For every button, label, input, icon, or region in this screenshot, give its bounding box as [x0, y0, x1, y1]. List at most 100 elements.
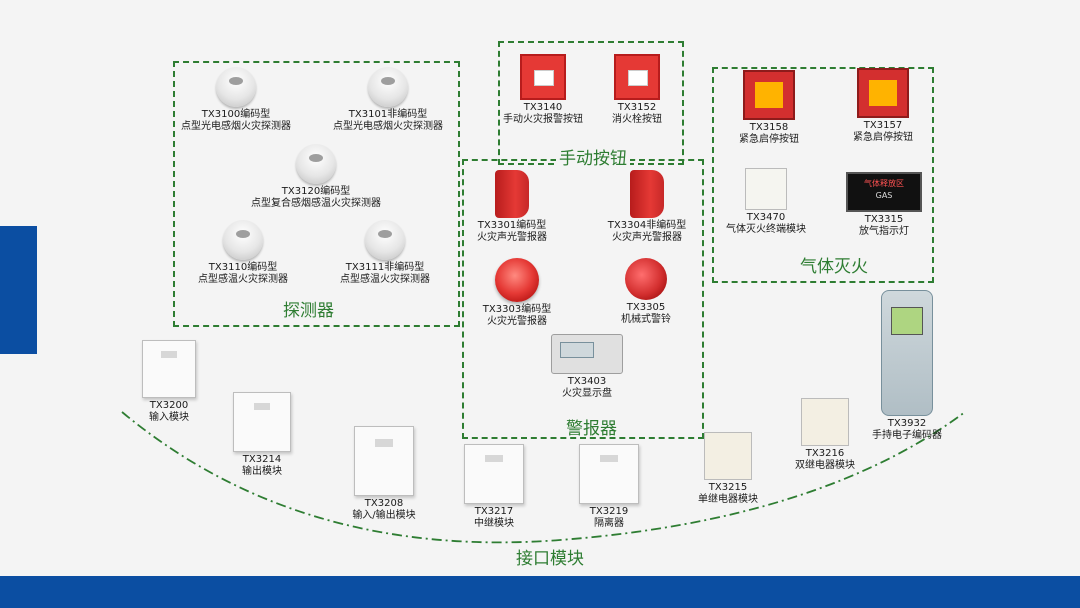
sound-light-alarm-image	[495, 170, 529, 218]
gas-lamp-line1: 气体释放区	[864, 179, 904, 188]
device-name: 机械式警铃	[621, 314, 671, 325]
alarm-group-label: 警报器	[566, 419, 617, 439]
device-code: TX3315	[864, 214, 904, 225]
device-code: TX3208	[364, 498, 404, 509]
device-code: TX3100编码型	[201, 109, 271, 120]
device-name: 输入模块	[149, 412, 189, 423]
emergency-stop-button-image	[743, 70, 795, 120]
device-code: TX3217	[474, 506, 514, 517]
device-name: 点型光电感烟火灾探测器	[181, 121, 291, 132]
device-tx3110: TX3110编码型 点型感温火灾探测器	[193, 220, 293, 286]
isolator-image	[579, 444, 639, 504]
left-accent-bar	[0, 226, 37, 354]
device-tx3215: TX3215 单继电器模块	[696, 432, 760, 506]
device-tx3403: TX3403 火灾显示盘	[550, 334, 624, 400]
device-name: 隔离器	[594, 518, 624, 529]
device-name: 放气指示灯	[859, 226, 909, 237]
input-module-image	[142, 340, 196, 398]
device-code: TX3200	[149, 400, 189, 411]
device-name: 单继电器模块	[698, 494, 758, 505]
device-code: TX3152	[617, 102, 657, 113]
device-code: TX3303编码型	[482, 304, 552, 315]
light-alarm-image	[495, 258, 539, 302]
io-module-image	[354, 426, 414, 496]
gas-terminal-module-image	[745, 168, 787, 210]
device-code: TX3140	[523, 102, 563, 113]
device-name: 火灾光警报器	[487, 316, 547, 327]
device-tx3200: TX3200 输入模块	[136, 340, 202, 424]
device-name: 点型感温火灾探测器	[340, 274, 430, 285]
fire-display-panel-image	[551, 334, 623, 374]
device-code: TX3111非编码型	[345, 262, 425, 273]
detectors-group	[173, 61, 460, 327]
device-name: 点型感温火灾探测器	[198, 274, 288, 285]
device-tx3303: TX3303编码型 火灾光警报器	[480, 258, 554, 328]
manual-alarm-button-image	[520, 54, 566, 100]
gas-release-lamp-image: 气体释放区 GAS	[846, 172, 922, 212]
device-name: 输入/输出模块	[352, 510, 416, 521]
device-name: 火灾声光警报器	[477, 232, 547, 243]
device-tx3157: TX3157 紧急启停按钮	[848, 68, 918, 144]
device-code: TX3932	[887, 418, 927, 429]
device-code: TX3215	[708, 482, 748, 493]
device-name: 点型光电感烟火灾探测器	[333, 121, 443, 132]
device-tx3470: TX3470 气体灭火终端模块	[722, 168, 810, 236]
output-module-image	[233, 392, 291, 452]
device-code: TX3403	[567, 376, 607, 387]
gas-lamp-line2: GAS	[875, 191, 893, 200]
device-tx3158: TX3158 紧急启停按钮	[734, 70, 804, 146]
device-tx3305: TX3305 机械式警铃	[614, 258, 678, 326]
device-tx3120: TX3120编码型 点型复合感烟感温火灾探测器	[243, 144, 389, 210]
device-code: TX3219	[589, 506, 629, 517]
heat-detector-image	[365, 220, 405, 260]
dual-relay-module-image	[801, 398, 849, 446]
smoke-detector-image	[216, 67, 256, 107]
manual-group-label: 手动按钮	[556, 144, 630, 169]
device-name: 气体灭火终端模块	[726, 224, 806, 235]
device-tx3208: TX3208 输入/输出模块	[344, 426, 424, 522]
interface-group-label: 接口模块	[516, 549, 584, 569]
relay-module-image	[464, 444, 524, 504]
device-code: TX3110编码型	[208, 262, 278, 273]
device-tx3152: TX3152 消火栓按钮	[606, 54, 668, 126]
sound-light-alarm-image	[630, 170, 664, 218]
detectors-group-label: 探测器	[283, 301, 334, 321]
device-tx3111: TX3111非编码型 点型感温火灾探测器	[332, 220, 438, 286]
device-tx3217: TX3217 中继模块	[462, 444, 526, 530]
device-name: 点型复合感烟感温火灾探测器	[251, 198, 381, 209]
handheld-encoder-image	[881, 290, 933, 416]
device-name: 手动火灾报警按钮	[503, 114, 583, 125]
device-tx3216: TX3216 双继电器模块	[792, 398, 858, 472]
device-tx3101: TX3101非编码型 点型光电感烟火灾探测器	[328, 67, 448, 133]
emergency-stop-button-image	[857, 68, 909, 118]
gas-extinguishing-group	[712, 67, 934, 283]
device-tx3219: TX3219 隔离器	[578, 444, 640, 530]
heat-detector-image	[223, 220, 263, 260]
device-name: 双继电器模块	[795, 460, 855, 471]
device-name: 紧急启停按钮	[739, 134, 799, 145]
device-code: TX3101非编码型	[348, 109, 428, 120]
hydrant-button-image	[614, 54, 660, 100]
device-tx3100: TX3100编码型 点型光电感烟火灾探测器	[180, 67, 292, 133]
device-name: 手持电子编码器	[872, 430, 942, 441]
bottom-accent-bar	[0, 576, 1080, 608]
device-tx3140: TX3140 手动火灾报警按钮	[502, 54, 584, 126]
device-code: TX3305	[626, 302, 666, 313]
single-relay-module-image	[704, 432, 752, 480]
device-name: 火灾声光警报器	[612, 232, 682, 243]
device-name: 火灾显示盘	[562, 388, 612, 399]
device-name: 输出模块	[242, 466, 282, 477]
composite-detector-image	[296, 144, 336, 184]
device-code: TX3216	[805, 448, 845, 459]
device-code: TX3301编码型	[477, 220, 547, 231]
device-code: TX3304非编码型	[607, 220, 687, 231]
device-code: TX3120编码型	[281, 186, 351, 197]
device-code: TX3157	[863, 120, 903, 131]
gas-group-label: 气体灭火	[800, 257, 868, 277]
alarm-bell-image	[625, 258, 667, 300]
device-tx3301: TX3301编码型 火灾声光警报器	[474, 170, 550, 244]
device-tx3932: TX3932 手持电子编码器	[868, 290, 946, 442]
device-tx3214: TX3214 输出模块	[230, 392, 294, 478]
device-code: TX3470	[746, 212, 786, 223]
